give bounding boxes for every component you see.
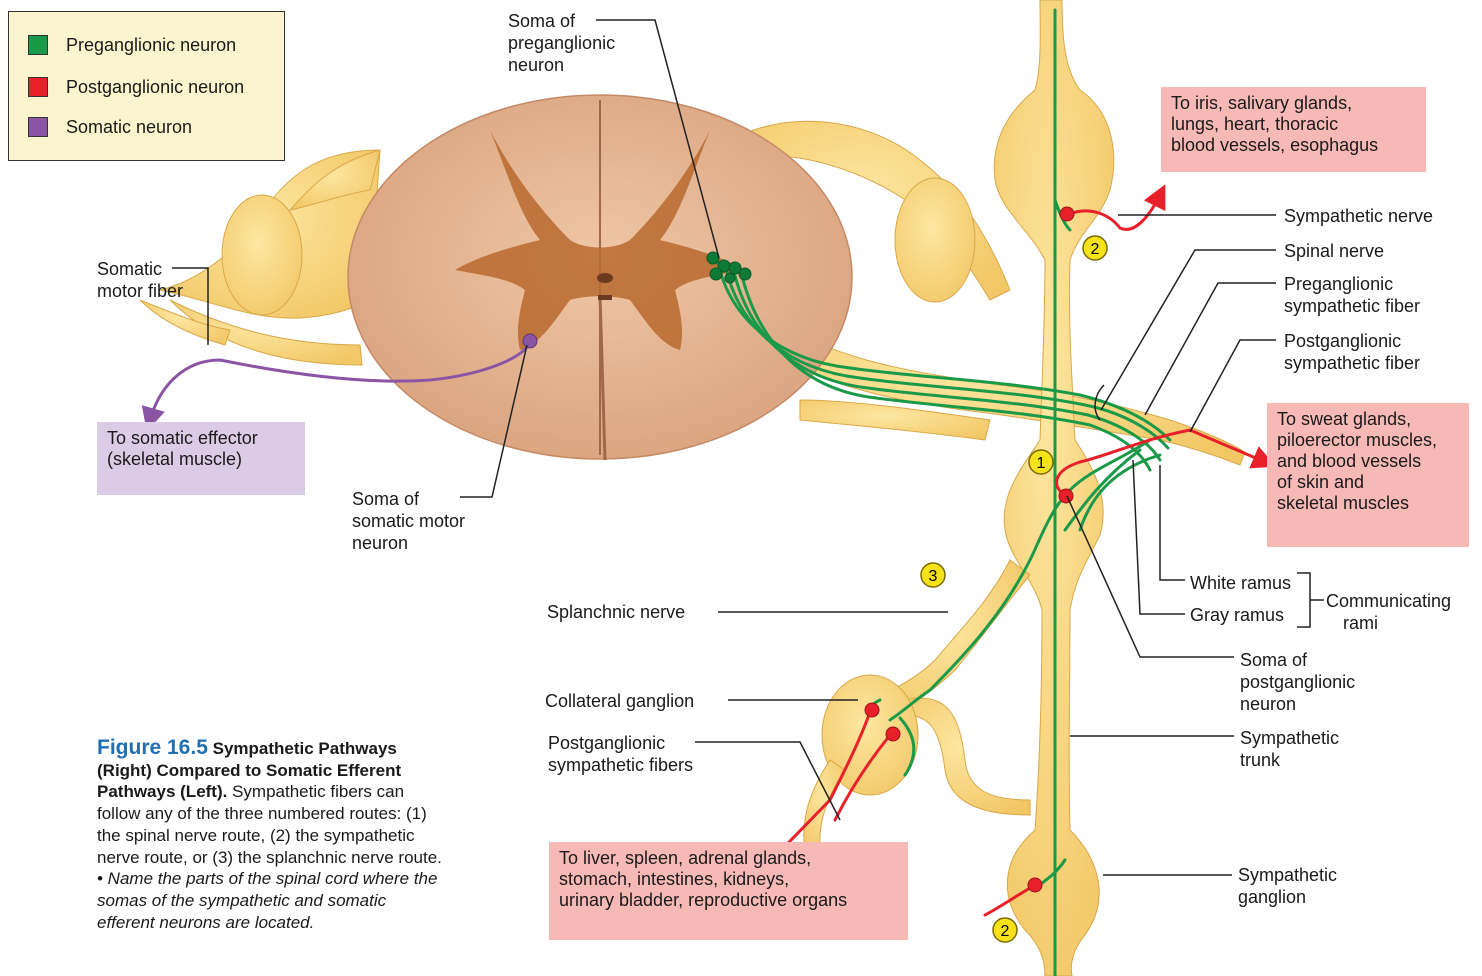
figure-caption: Figure 16.5 Sympathetic Pathways (Right)… <box>97 737 442 933</box>
label-spinal-nerve: Spinal nerve <box>1284 240 1384 262</box>
svg-text:2: 2 <box>1091 241 1100 258</box>
legend-label: Preganglionic neuron <box>66 35 236 56</box>
route-marker-2-top: 2 <box>1083 236 1107 260</box>
svg-text:1: 1 <box>1037 455 1046 472</box>
spinal-cord <box>348 95 852 460</box>
label-sympathetic-nerve: Sympathetic nerve <box>1284 205 1433 227</box>
caption-question: • Name the parts of the spinal cord wher… <box>97 869 437 931</box>
legend-label: Postganglionic neuron <box>66 77 244 98</box>
legend-swatch-green <box>28 35 48 55</box>
legend-swatch-red <box>28 77 48 97</box>
svg-text:3: 3 <box>929 568 938 585</box>
legend-item-somatic: Somatic neuron <box>28 114 192 140</box>
legend-label: Somatic neuron <box>66 117 192 138</box>
target-box-somatic-effector: To somatic effector(skeletal muscle) <box>97 422 305 495</box>
legend-swatch-purple <box>28 117 48 137</box>
caption-title: Figure 16.5 <box>97 736 208 759</box>
label-gray-ramus: Gray ramus <box>1190 604 1284 626</box>
legend: Preganglionic neuron Postganglionic neur… <box>8 11 285 161</box>
svg-text:2: 2 <box>1001 923 1010 940</box>
legend-item-preganglionic: Preganglionic neuron <box>28 32 236 58</box>
route-marker-1: 1 <box>1029 450 1053 474</box>
route-marker-2-bottom: 2 <box>993 918 1017 942</box>
target-box-sweat-glands: To sweat glands,piloerector muscles,and … <box>1267 403 1469 547</box>
label-collateral-ganglion: Collateral ganglion <box>545 690 694 712</box>
splanchnic-nerve-body <box>804 560 1030 850</box>
label-white-ramus: White ramus <box>1190 572 1291 594</box>
label-splanchnic-nerve: Splanchnic nerve <box>547 601 685 623</box>
legend-item-postganglionic: Postganglionic neuron <box>28 74 244 100</box>
target-box-iris: To iris, salivary glands,lungs, heart, t… <box>1161 87 1426 172</box>
target-box-liver: To liver, spleen, adrenal glands,stomach… <box>549 842 908 940</box>
route-marker-3: 3 <box>921 563 945 587</box>
